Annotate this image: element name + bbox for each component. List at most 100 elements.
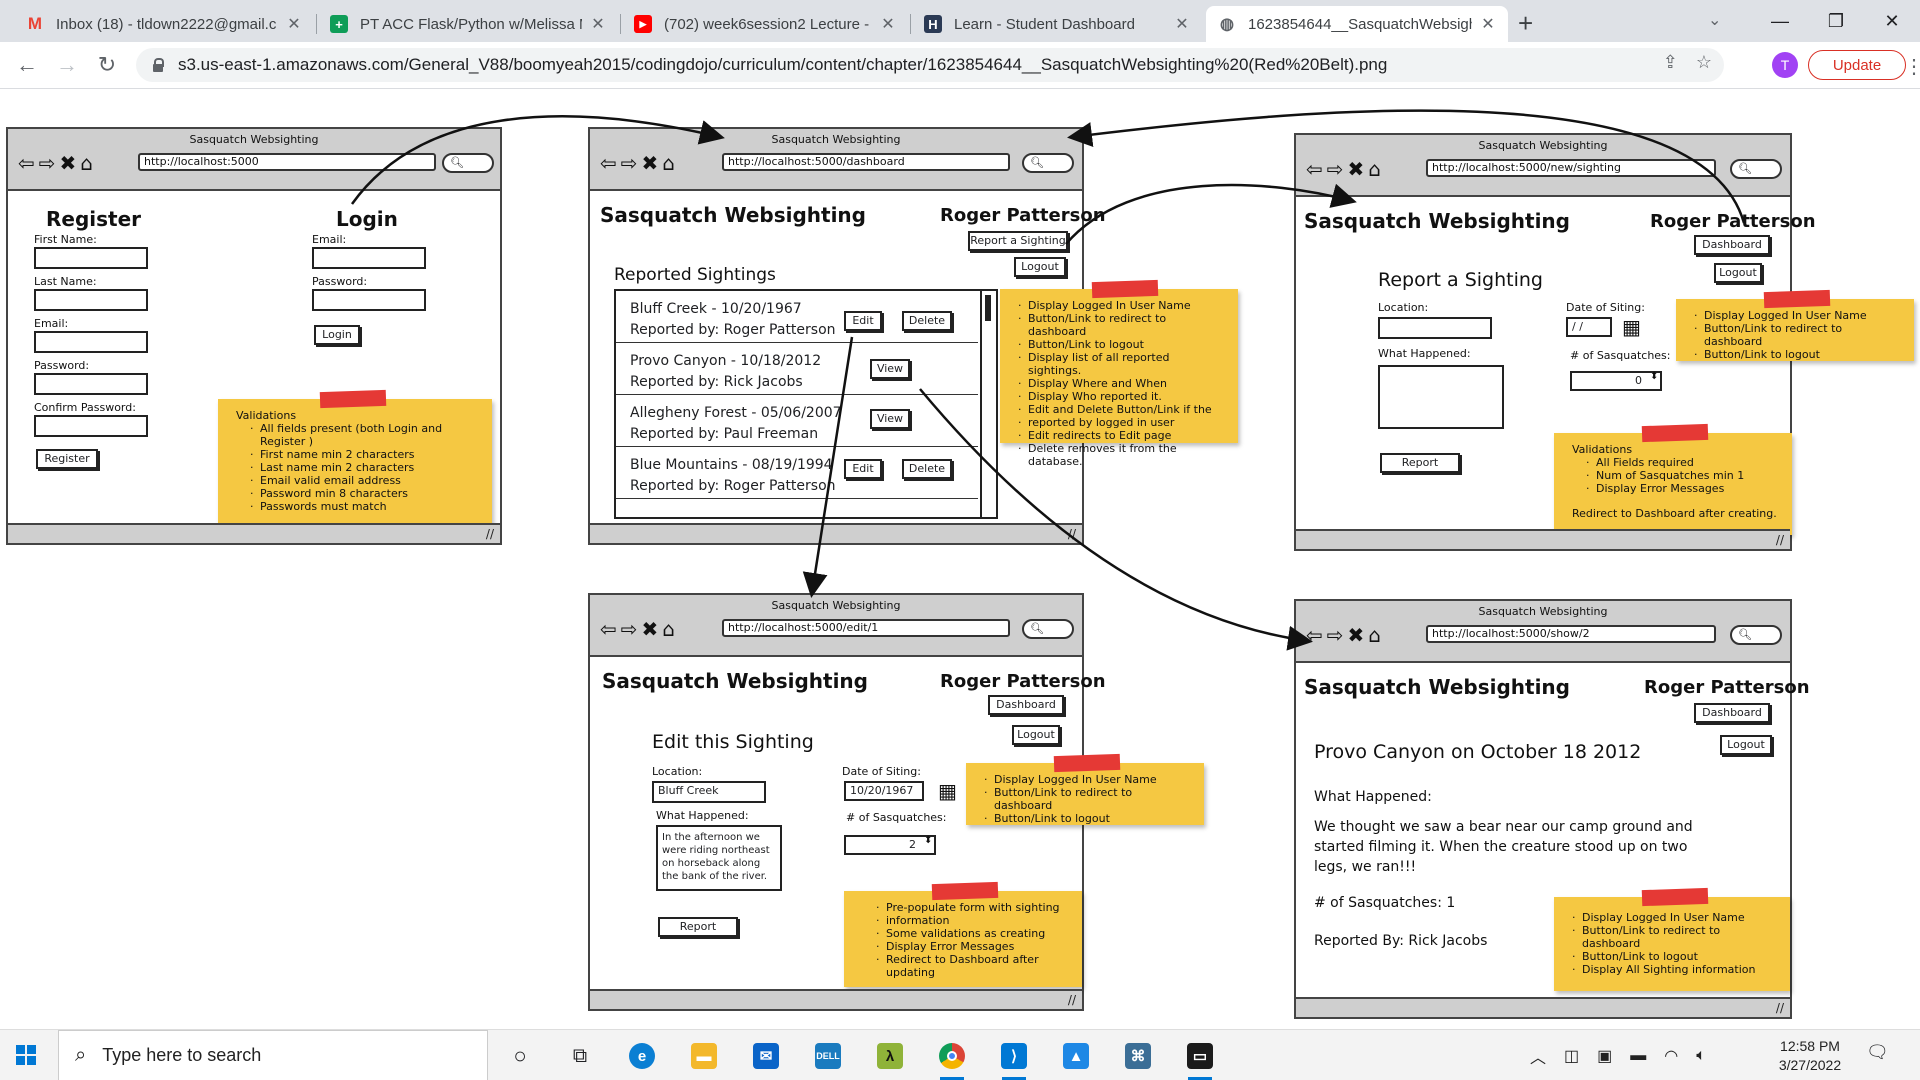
cortana-icon[interactable]: ○ bbox=[513, 1043, 527, 1068]
wireframe-show-page: Sasquatch Websighting ⇦⇨✖⌂ http://localh… bbox=[1294, 599, 1810, 1019]
tray-chevron-icon[interactable]: ︿ bbox=[1530, 1049, 1547, 1067]
sheets-icon: + bbox=[330, 15, 348, 33]
sighting-reporter: Reported by: Paul Freeman bbox=[630, 426, 819, 442]
back-arrow-icon[interactable]: ← bbox=[16, 52, 38, 77]
new-tab-button[interactable]: + bbox=[1518, 8, 1534, 38]
forward-arrow-icon[interactable]: → bbox=[56, 52, 78, 77]
note-item: Button/Link to redirect to dashboard bbox=[1694, 322, 1902, 348]
email-label: Email: bbox=[34, 317, 69, 330]
bookmark-star-icon[interactable]: ☆ bbox=[1695, 52, 1712, 72]
logout-button: Logout bbox=[1014, 257, 1066, 277]
tab-sheets[interactable]: + PT ACC Flask/Python w/Melissa M ✕ bbox=[318, 6, 618, 42]
update-button[interactable]: Update bbox=[1808, 50, 1906, 80]
terminal-icon[interactable]: ▭ bbox=[1182, 1038, 1218, 1080]
tab-learn[interactable]: H Learn - Student Dashboard ✕ bbox=[912, 6, 1202, 42]
dell-icon[interactable]: DELL bbox=[810, 1038, 846, 1074]
login-email-field bbox=[312, 247, 426, 269]
app-heading: Sasquatch Websighting bbox=[602, 669, 868, 693]
system-clock[interactable]: 12:58 PM 3/27/2022 bbox=[1770, 1037, 1850, 1075]
textarea-line: the bank of the river. bbox=[662, 871, 768, 882]
wireframe-footer: // bbox=[1296, 529, 1790, 549]
user-name: Roger Patterson bbox=[1644, 677, 1810, 698]
close-icon[interactable]: ✕ bbox=[287, 16, 301, 33]
tape-decoration bbox=[1641, 423, 1709, 443]
wireframe-url: http://localhost:5000/new/sighting bbox=[1426, 159, 1716, 177]
display-icon[interactable]: ▣ bbox=[1597, 1047, 1613, 1065]
first-name-field bbox=[34, 247, 148, 269]
meet-now-icon[interactable]: ◫ bbox=[1564, 1047, 1580, 1065]
note-item: Passwords must match bbox=[250, 500, 480, 513]
share-icon[interactable]: ⇪ bbox=[1662, 52, 1678, 72]
taskbar-search-box[interactable]: ⌕ Type here to search bbox=[58, 1030, 488, 1080]
what-happened-label: What Happened: bbox=[656, 809, 749, 822]
wireframe-browser-bar: Sasquatch Websighting ⇦⇨✖⌂ http://localh… bbox=[8, 129, 500, 191]
note-item: Button/Link to logout bbox=[1018, 338, 1226, 351]
wireframe-search-icon: 🔍︎ bbox=[1022, 619, 1074, 639]
close-icon[interactable]: ✕ bbox=[1175, 16, 1189, 33]
tape-decoration bbox=[319, 389, 387, 409]
mail-icon[interactable]: ✉ bbox=[748, 1038, 784, 1074]
note-item: Display Who reported it. bbox=[1018, 390, 1226, 403]
notification-icon[interactable]: 🗨︎ bbox=[1866, 1042, 1889, 1062]
view-button: View bbox=[870, 359, 910, 379]
lambda-icon[interactable]: λ bbox=[872, 1038, 908, 1074]
textarea-line: In the afternoon we bbox=[662, 832, 760, 843]
restore-icon[interactable]: ❐ bbox=[1827, 10, 1845, 31]
form-heading: Report a Sighting bbox=[1378, 269, 1543, 291]
sasquatch-count-stepper: 2 bbox=[844, 835, 936, 855]
last-name-field bbox=[34, 289, 148, 311]
address-bar[interactable]: s3.us-east-1.amazonaws.com/General_V88/b… bbox=[136, 48, 1724, 82]
tab-active-image[interactable]: ◍ 1623854644__SasquatchWebsigh ✕ bbox=[1206, 6, 1508, 42]
note-item: Button/Link to logout bbox=[984, 812, 1192, 825]
date-field: / / bbox=[1566, 317, 1612, 337]
wireframe-nav-icons: ⇦⇨✖⌂ bbox=[18, 151, 97, 175]
sighting-reporter: Reported by: Roger Patterson bbox=[630, 478, 836, 494]
note-item: Display Error Messages bbox=[1586, 482, 1780, 495]
close-icon[interactable]: ✕ bbox=[591, 16, 605, 33]
globe-icon: ◍ bbox=[1220, 16, 1234, 33]
wireframe-url: http://localhost:5000/dashboard bbox=[722, 153, 1010, 171]
tab-youtube[interactable]: ▶ (702) week6session2 Lecture - Yo ✕ bbox=[622, 6, 908, 42]
note-item: Display All Sighting information bbox=[1572, 963, 1778, 976]
wireframe-footer: // bbox=[590, 989, 1082, 1009]
battery-icon[interactable]: ▬ bbox=[1630, 1046, 1647, 1064]
task-view-icon[interactable]: ⧉ bbox=[572, 1044, 588, 1067]
file-explorer-icon[interactable]: ▬ bbox=[686, 1038, 722, 1074]
tab-separator bbox=[910, 14, 911, 34]
sasquatch-count: # of Sasquatches: 1 bbox=[1314, 895, 1456, 911]
note-item: First name min 2 characters bbox=[250, 448, 480, 461]
photos-icon[interactable]: ▲ bbox=[1058, 1038, 1094, 1074]
sighting-row: Allegheny Forest - 05/06/2007 Reported b… bbox=[616, 395, 978, 447]
reload-icon[interactable]: ↻ bbox=[97, 52, 117, 77]
tab-search-chevron-icon[interactable]: ⌄ bbox=[1708, 12, 1722, 29]
password-field bbox=[34, 373, 148, 395]
view-button: View bbox=[870, 409, 910, 429]
note-item: reported by logged in user bbox=[1018, 416, 1226, 429]
close-icon[interactable]: ✕ bbox=[1481, 16, 1495, 33]
minimize-icon[interactable]: — bbox=[1771, 10, 1789, 31]
note-item: Button/Link to logout bbox=[1694, 348, 1902, 361]
mysql-workbench-icon[interactable]: ⌘ bbox=[1120, 1038, 1156, 1074]
windows-start-icon[interactable] bbox=[16, 1045, 36, 1065]
close-icon[interactable]: ✕ bbox=[881, 16, 895, 33]
volume-icon[interactable]: 🔈︎ bbox=[1696, 1046, 1706, 1064]
kebab-menu-icon[interactable]: ⋮ bbox=[1904, 56, 1920, 78]
what-happened-label: What Happened: bbox=[1378, 347, 1471, 360]
lock-icon[interactable] bbox=[152, 58, 164, 72]
wifi-icon[interactable]: ◠ bbox=[1664, 1047, 1679, 1065]
tab-gmail[interactable]: M Inbox (18) - tldown2222@gmail.c ✕ bbox=[14, 6, 314, 42]
vscode-icon[interactable]: ⟩ bbox=[996, 1038, 1032, 1080]
window-close-icon[interactable]: ✕ bbox=[1884, 10, 1900, 31]
note-item: All Fields required bbox=[1586, 456, 1780, 469]
sighting-row: Provo Canyon - 10/18/2012 Reported by: R… bbox=[616, 343, 978, 395]
wireframe-url: http://localhost:5000 bbox=[138, 153, 436, 171]
register-button: Register bbox=[36, 449, 98, 469]
profile-avatar[interactable]: T bbox=[1772, 52, 1798, 78]
what-happened-textarea bbox=[1378, 365, 1504, 429]
wireframe-nav-icons: ⇦⇨✖⌂ bbox=[600, 151, 679, 175]
note-item: Redirect to Dashboard after updating bbox=[876, 953, 1070, 979]
edge-icon[interactable]: e bbox=[624, 1038, 660, 1074]
first-name-label: First Name: bbox=[34, 233, 97, 246]
chrome-icon[interactable] bbox=[934, 1038, 970, 1080]
sightings-list: Bluff Creek - 10/20/1967 Reported by: Ro… bbox=[614, 289, 998, 519]
